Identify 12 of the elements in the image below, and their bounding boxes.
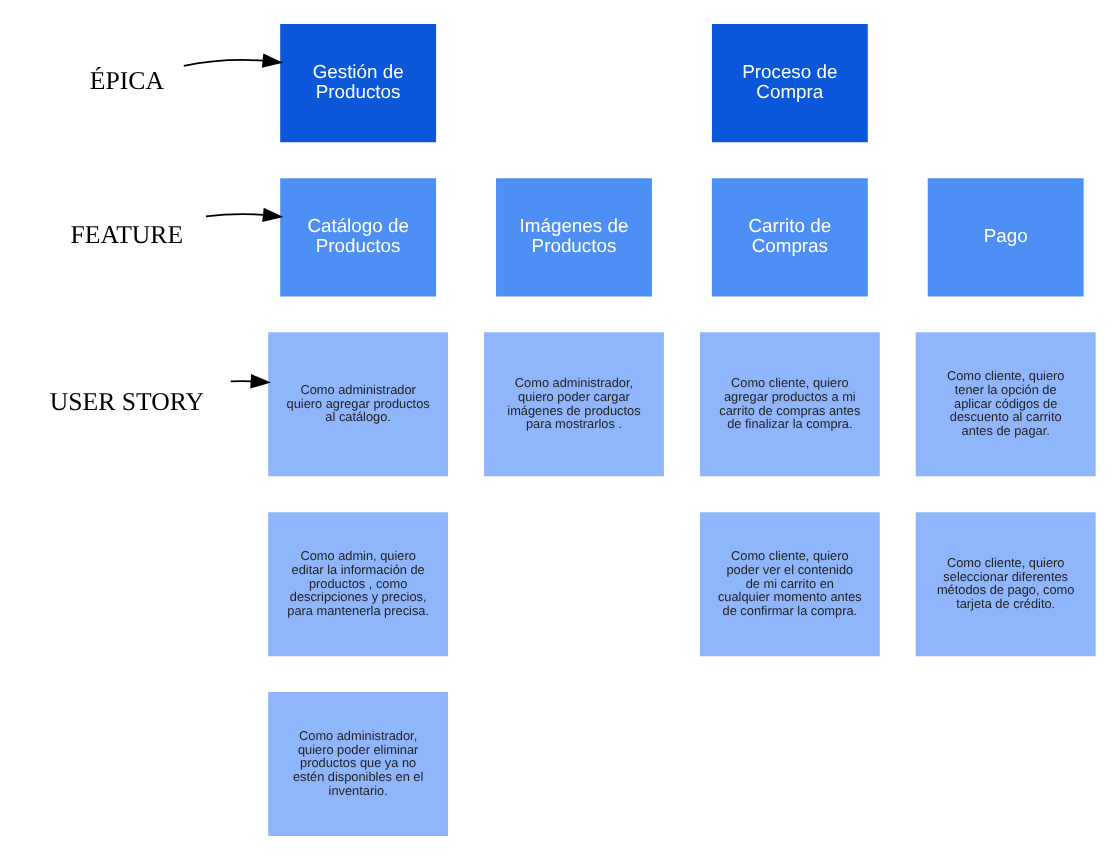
node-text: FEATURE <box>70 221 184 250</box>
node-box: Imágenes de Productos <box>496 178 652 297</box>
node-box: Catálogo de Productos <box>280 178 437 297</box>
node-box: Carrito de Compras <box>711 178 868 297</box>
node-box: Gestión de Productos <box>280 24 437 143</box>
arrow <box>182 53 284 68</box>
node-box: Pago <box>927 178 1084 297</box>
node-text: ÉPICA <box>89 67 164 96</box>
arrow <box>205 207 284 223</box>
node-box: Proceso de Compra <box>711 24 868 143</box>
node-text: USER STORY <box>49 388 204 417</box>
arrow <box>229 374 272 389</box>
